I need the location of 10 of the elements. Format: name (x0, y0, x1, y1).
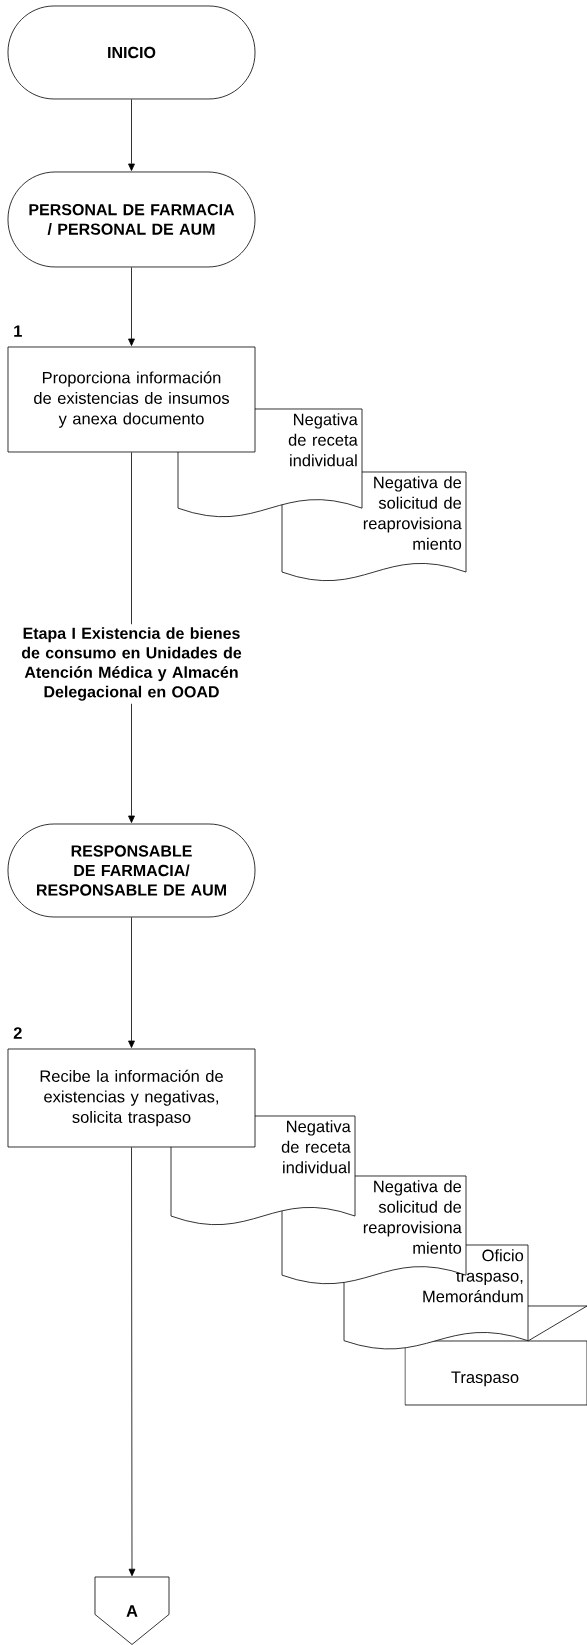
step-number: 2 (13, 1027, 22, 1039)
step-number: 1 (14, 325, 22, 337)
arrow (128, 1147, 136, 1577)
off-page-connector: A (94, 1576, 170, 1645)
arrow (128, 98, 135, 171)
edge-label: Etapa I Existencia de bienes de consumo en Unidades de Atención Médica y Almacén Delegacional en OOAD (12, 624, 251, 704)
process-box: Proporciona información de existencias de insumos y anexa documento (7, 346, 256, 453)
arrow (128, 267, 135, 346)
arrow (128, 917, 135, 1048)
process-box: Recibe la información de existencias y negativas, solicita traspaso (7, 1048, 256, 1148)
